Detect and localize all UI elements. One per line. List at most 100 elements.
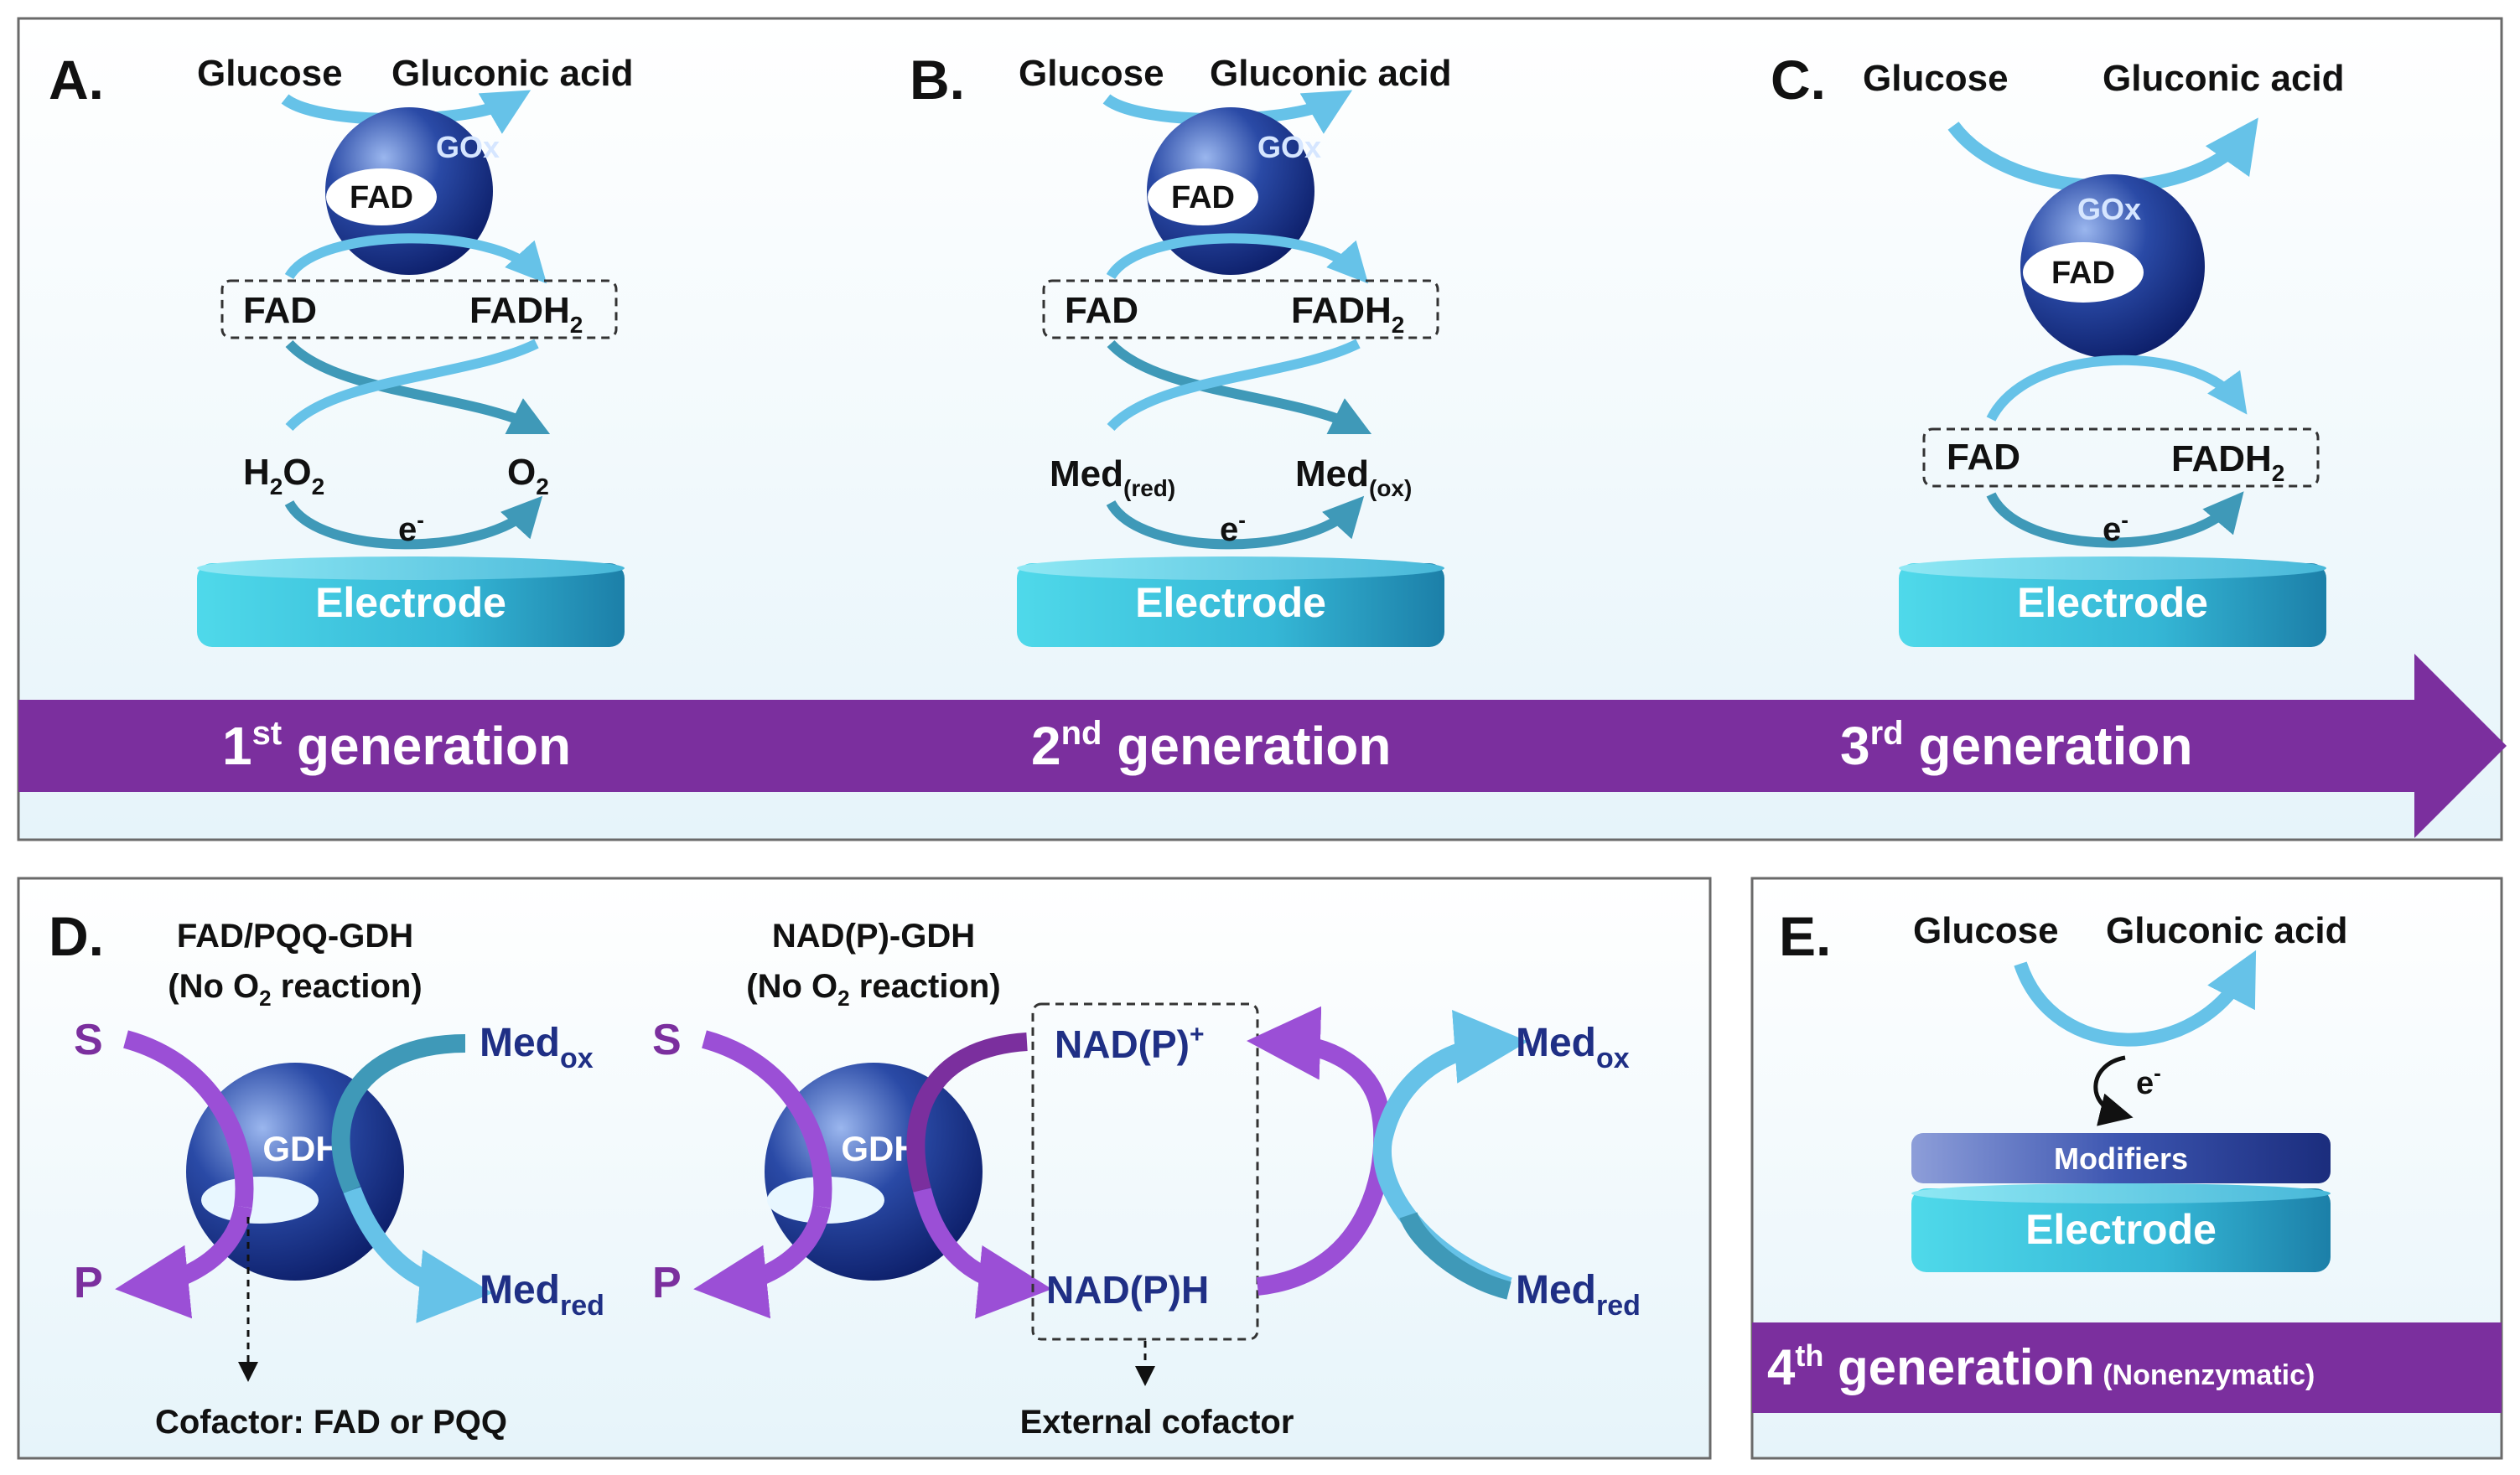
panel-c-fad-cofactor-label: FAD <box>2051 256 2115 291</box>
generation-2-label: 2nd generation <box>1031 715 1391 776</box>
panel-d-cofactor-note: Cofactor: FAD or PQQ <box>155 1404 507 1441</box>
panel-b-fad-box <box>1042 279 1439 339</box>
panel-b-electrode-label: Electrode <box>1135 579 1326 626</box>
panel-a-label: A. <box>49 49 104 111</box>
panel-e-glucose: Glucose <box>1913 910 2059 951</box>
panel-b-med-red: Med(red) <box>1050 453 1175 501</box>
panel-d-right-subtitle: (No O2 reaction) <box>746 968 1000 1011</box>
panel-e: E. Glucose Gluconic acid e- Modifiers El… <box>1752 905 2502 1413</box>
panel-b-electrode <box>1017 563 1444 647</box>
panel-b-box-fadh2: FADH2 <box>1291 290 1404 338</box>
panel-c-electrode <box>1899 563 2326 647</box>
panel-c: C. Glucose Gluconic acid GOx FAD FAD FAD… <box>1771 49 2345 647</box>
panel-b-label: B. <box>910 49 965 111</box>
panel-e-gluconic-acid: Gluconic acid <box>2106 910 2348 951</box>
generation-arrow <box>18 654 2507 838</box>
panel-d-left-substrate: S <box>74 1016 103 1064</box>
panel-c-arc-top <box>1986 355 2248 422</box>
panel-d-left-cofactor <box>201 1177 319 1224</box>
panel-a-gox-label: GOx <box>436 130 500 164</box>
panel-a-box-fadh2: FADH2 <box>469 290 583 338</box>
panel-b-med-ox: Med(ox) <box>1295 453 1412 501</box>
panel-e-electrode-top <box>1911 1183 2331 1203</box>
panel-b-electron-arc <box>1106 495 1365 550</box>
panel-d-right-title: NAD(P)-GDH <box>772 918 975 955</box>
generation-1-label: 1st generation <box>222 715 571 776</box>
panel-d-external-note: External cofactor <box>1020 1404 1294 1441</box>
panel-e-generation-bar <box>1752 1322 2502 1413</box>
panel-e-electrode-label: Electrode <box>2025 1206 2217 1253</box>
panel-d-left-med-ox: Medox <box>480 1021 594 1074</box>
panel-c-fad-cofactor <box>2023 242 2144 303</box>
panel-a-cross-arc-2 <box>285 339 539 432</box>
panel-e-modifiers <box>1911 1133 2331 1183</box>
panel-c-electrode-top <box>1899 556 2326 580</box>
panel-d-right-product: P <box>652 1259 682 1307</box>
panel-d-left-med-red: Medred <box>480 1268 604 1322</box>
panel-e-electron-curl <box>2093 1055 2134 1126</box>
panel-d-left-gdh-label: GDH <box>262 1129 340 1168</box>
panel-d-nadp-box <box>1031 1002 1259 1341</box>
panel-c-fad-box <box>1922 427 2320 488</box>
panel-a-electrode <box>197 563 625 647</box>
panel-c-electrode-label: Electrode <box>2017 579 2208 626</box>
panel-d-left-subtitle: (No O2 reaction) <box>168 968 422 1011</box>
panel-c-electron: e- <box>2103 507 2129 548</box>
panel-a-glucose: Glucose <box>197 53 343 94</box>
panel-d-right-nadp-arrow <box>906 1032 1028 1193</box>
panel-b-gox-label: GOx <box>1257 130 1321 164</box>
panel-d-nadph: NAD(P)H <box>1046 1268 1209 1312</box>
panel-a-fad-cofactor <box>326 168 437 225</box>
panel-c-electron-arc <box>1986 491 2244 548</box>
panel-b: B. Glucose Gluconic acid GOx FAD FAD FAD… <box>910 49 1452 647</box>
panel-a-gluconic-acid: Gluconic acid <box>391 53 634 94</box>
panel-b-gluconic-acid: Gluconic acid <box>1210 53 1452 94</box>
panel-e-glucose-arrow <box>2014 950 2257 1047</box>
panel-a-electrode-label: Electrode <box>315 579 506 626</box>
panel-d: D. FAD/PQQ-GDH (No O2 reaction) NAD(P)-G… <box>49 905 1641 1441</box>
panel-a-arc-top <box>284 233 547 284</box>
panel-a-electrode-top <box>197 556 625 580</box>
panel-b-fad-cofactor <box>1148 168 1258 225</box>
panel-c-label: C. <box>1771 49 1826 111</box>
panel-e-modifiers-label: Modifiers <box>2054 1141 2188 1176</box>
panel-d-left-p-arrow <box>115 1204 252 1319</box>
panel-d-left-title: FAD/PQQ-GDH <box>177 918 413 955</box>
panel-e-label: E. <box>1779 905 1831 967</box>
panel-a-fad-box <box>220 279 618 339</box>
panel-c-gox-label: GOx <box>2077 192 2141 226</box>
panel-b-cross-arc-2 <box>1107 339 1361 432</box>
panel-d-cross-teal <box>1399 1211 1511 1300</box>
panel-d-right-s-arrow <box>701 1030 832 1208</box>
panel-d-right-p-arrow <box>693 1204 831 1319</box>
panel-a-o2: O2 <box>507 452 549 499</box>
panel-d-label: D. <box>49 905 104 967</box>
panel-b-electrode-top <box>1017 556 1444 580</box>
panel-c-box-fadh2: FADH2 <box>2171 438 2284 486</box>
panel-a-electron: e- <box>398 507 424 548</box>
panel-d-left-medred-arrow <box>343 1187 493 1323</box>
panel-b-fad-cofactor-label: FAD <box>1171 180 1235 215</box>
panel-b-glucose: Glucose <box>1019 53 1164 94</box>
panel-d-right-gdh-label: GDH <box>841 1129 919 1168</box>
panel-d-left-s-arrow <box>122 1030 254 1208</box>
panel-e-generation-label: 4th generation (Nonenzymatic) <box>1767 1338 2315 1395</box>
panel-b-cross-arc-1 <box>1107 339 1372 435</box>
panel-e-electron: e- <box>2136 1060 2161 1101</box>
panel-d-left-medox-arrow <box>331 1034 466 1194</box>
panel-d-right-nadph-arrow <box>913 1188 1052 1319</box>
generation-3-label: 3rd generation <box>1840 715 2193 776</box>
panel-b-electron: e- <box>1220 507 1246 548</box>
panel-d-left-product: P <box>74 1259 103 1307</box>
panel-a-electron-arc <box>284 495 543 550</box>
panel-a-h2o2: H2O2 <box>243 452 324 499</box>
panel-b-box-fad: FAD <box>1065 290 1138 331</box>
panel-a-cross-arc-1 <box>285 339 551 435</box>
panel-a-box-fad: FAD <box>243 290 317 331</box>
panel-d-right-med-red: Medred <box>1516 1268 1641 1322</box>
panel-c-glucose: Glucose <box>1863 58 2009 99</box>
panel-d-right-med-ox: Medox <box>1516 1021 1630 1074</box>
panel-d-nadp-plus: NAD(P)+ <box>1055 1021 1205 1066</box>
panel-a: A. Glucose Gluconic acid GOx FAD FAD FAD… <box>49 49 634 647</box>
